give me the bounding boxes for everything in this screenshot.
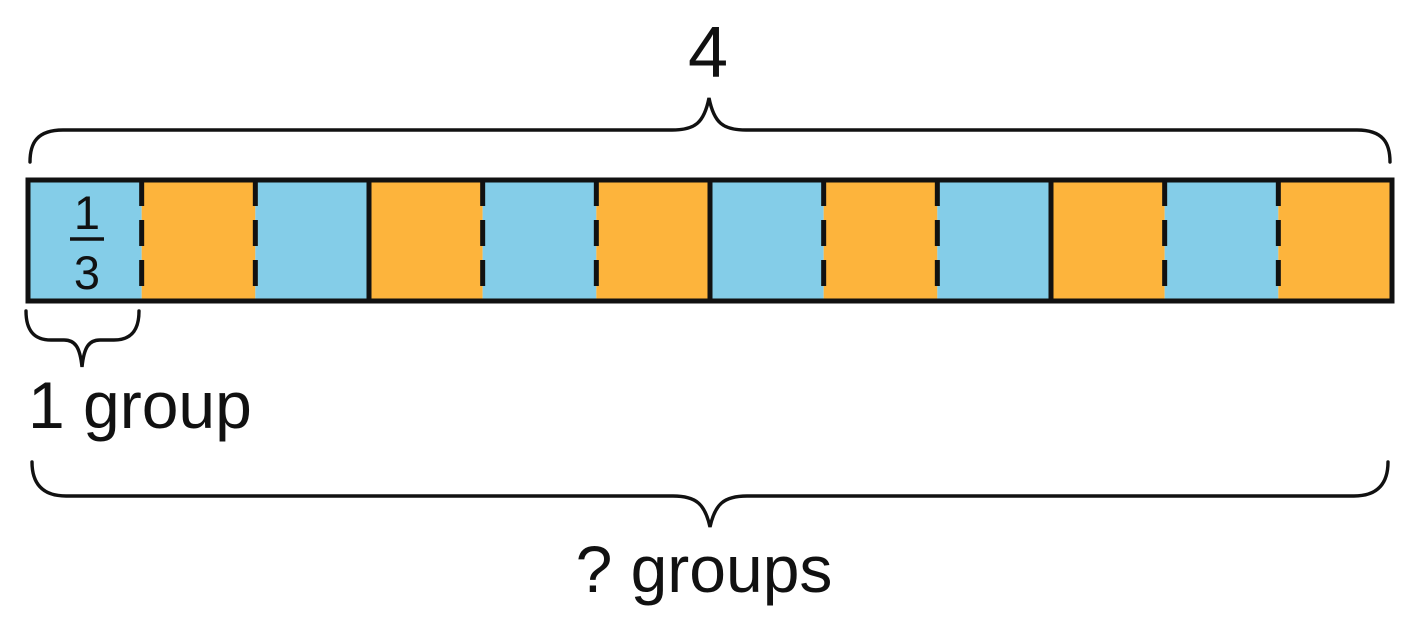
- fraction-numerator: 1: [74, 186, 100, 239]
- tape: [25, 177, 1395, 304]
- tape-segment-6: [596, 180, 710, 301]
- tape-segment-10: [1051, 180, 1165, 301]
- one-group-label: 1 group: [28, 368, 252, 442]
- fraction-label: 1 3: [70, 186, 104, 299]
- one-group-brace: [24, 309, 141, 368]
- tape-segment-4: [369, 180, 483, 301]
- tape-segment-12: [1278, 180, 1392, 301]
- question-groups-brace: [30, 460, 1390, 528]
- tape-segment-3: [255, 180, 369, 301]
- tape-segment-2: [141, 180, 256, 301]
- tape-segment-8: [823, 180, 938, 301]
- total-label: 4: [688, 13, 728, 93]
- tape-segment-11: [1164, 180, 1279, 301]
- question-groups-label: ? groups: [576, 532, 833, 606]
- fraction-denominator: 3: [74, 246, 100, 299]
- tape-outline: [25, 177, 1395, 304]
- tape-segment-9: [937, 180, 1051, 301]
- top-brace: [28, 97, 1392, 164]
- tape-segment-7: [710, 180, 824, 301]
- tape-segment-5: [482, 180, 597, 301]
